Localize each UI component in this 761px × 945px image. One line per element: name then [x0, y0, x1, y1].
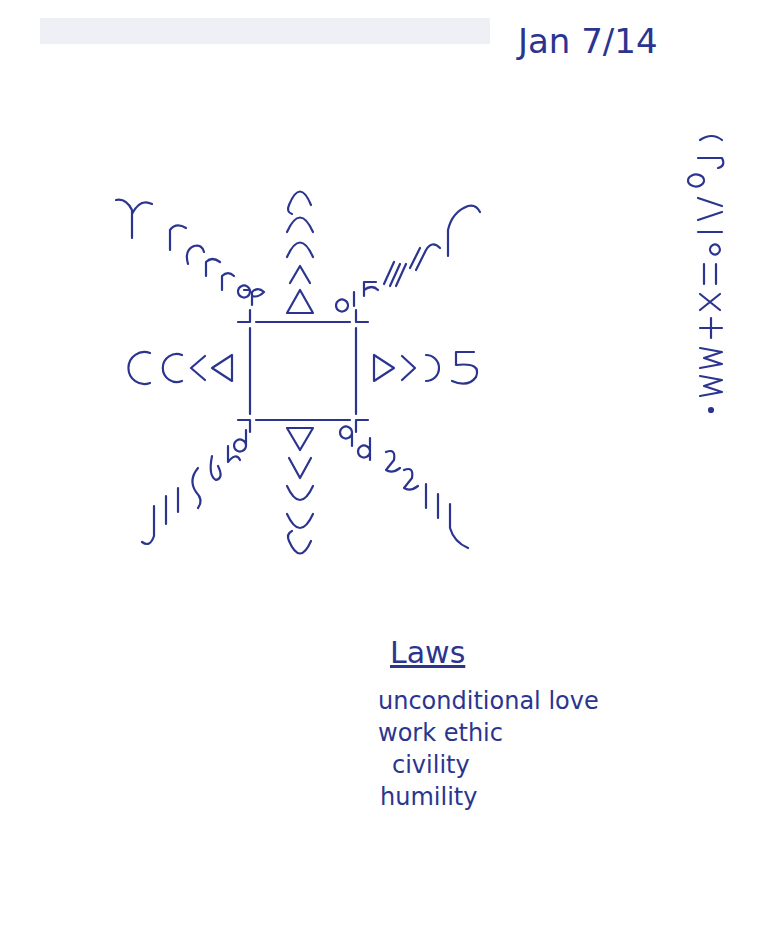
hatch-glyph	[410, 244, 440, 270]
stroke-glyph	[426, 484, 468, 548]
y-glyph	[448, 206, 480, 256]
u-glyph	[288, 531, 311, 554]
r-glyph	[222, 273, 234, 290]
list-item: humility	[380, 784, 477, 812]
list-item: civility	[392, 752, 470, 780]
corner-stub	[238, 310, 368, 432]
list-heading: Laws	[390, 636, 465, 671]
five-glyph	[452, 352, 477, 384]
u-glyph	[287, 514, 313, 528]
y-glyph	[116, 200, 152, 238]
r-glyph	[206, 259, 220, 276]
triangle	[374, 355, 394, 381]
z-glyph	[386, 451, 400, 472]
d-glyph	[340, 427, 352, 446]
b-glyph	[228, 446, 240, 462]
chevron	[290, 266, 310, 283]
triangle	[212, 355, 232, 381]
u-glyph	[287, 486, 313, 500]
hook-glyph	[187, 246, 204, 264]
arc-glyph	[288, 192, 311, 215]
c-glyph	[426, 355, 439, 381]
sigma-glyph	[238, 286, 250, 298]
c-glyph	[128, 352, 150, 384]
chevron	[191, 356, 205, 380]
q-glyph	[336, 292, 354, 312]
b-glyph	[234, 430, 246, 452]
z-glyph	[404, 469, 418, 490]
r-glyph	[170, 225, 186, 250]
mandala-figure	[116, 136, 723, 554]
arc-glyph	[287, 218, 313, 233]
faded-mark	[40, 18, 490, 44]
symbol-column	[688, 136, 723, 412]
chevron	[289, 458, 311, 478]
triangle	[287, 428, 313, 450]
chevron	[402, 356, 415, 380]
list-item: unconditional love	[378, 688, 599, 716]
hatch-glyph	[384, 262, 406, 286]
c-glyph	[163, 354, 182, 382]
d-glyph	[358, 438, 370, 460]
stroke-glyph	[142, 488, 178, 544]
arc-glyph	[287, 243, 313, 258]
list-item: work ethic	[378, 720, 503, 748]
triangle	[287, 290, 313, 313]
central-square	[250, 322, 356, 420]
date-note: Jan 7/14	[518, 22, 658, 61]
five-glyph	[211, 456, 221, 480]
five-glyph	[192, 468, 200, 508]
p-glyph	[252, 289, 264, 305]
p-glyph	[364, 282, 378, 296]
